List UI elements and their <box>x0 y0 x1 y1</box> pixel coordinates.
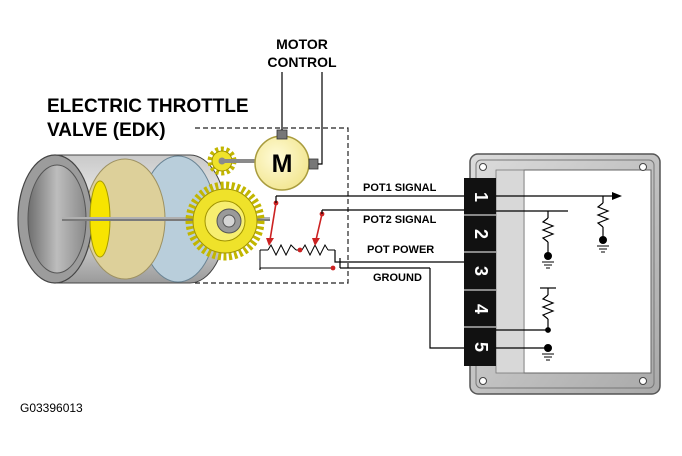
connector-pin-block <box>464 178 496 366</box>
signal-wiring <box>259 195 470 349</box>
title-line-2: VALVE (EDK) <box>47 120 166 141</box>
pin-4-label: 4 <box>471 303 491 314</box>
title-line-1: ELECTRIC THROTTLE <box>47 96 249 117</box>
pot-power-label: POT POWER <box>367 244 435 256</box>
motor <box>254 129 319 191</box>
pot2-signal-label: POT2 SIGNAL <box>363 214 437 226</box>
drive-gear <box>185 181 265 261</box>
motor-control-wire-2 <box>318 72 323 165</box>
pin-2-label: 2 <box>471 228 491 239</box>
motor-control-label-line-1: MOTOR <box>276 36 328 52</box>
figure-code: G03396013 <box>20 401 83 415</box>
edk-housing-outline <box>195 127 349 284</box>
pot1-signal-label: POT1 SIGNAL <box>363 182 437 194</box>
pinion-gear <box>207 146 258 176</box>
ground-label: GROUND <box>373 272 422 284</box>
pin-1-label: 1 <box>471 191 491 202</box>
module-internal-circuit <box>496 192 622 349</box>
potentiometers <box>259 200 336 271</box>
ground-symbols <box>542 236 609 361</box>
motor-control-label-line-2: CONTROL <box>267 54 337 70</box>
pin-3-label: 3 <box>471 265 491 276</box>
throttle-body <box>17 154 270 284</box>
motor-symbol: M <box>272 150 293 178</box>
control-module <box>464 153 661 395</box>
pin-5-label: 5 <box>471 341 491 352</box>
